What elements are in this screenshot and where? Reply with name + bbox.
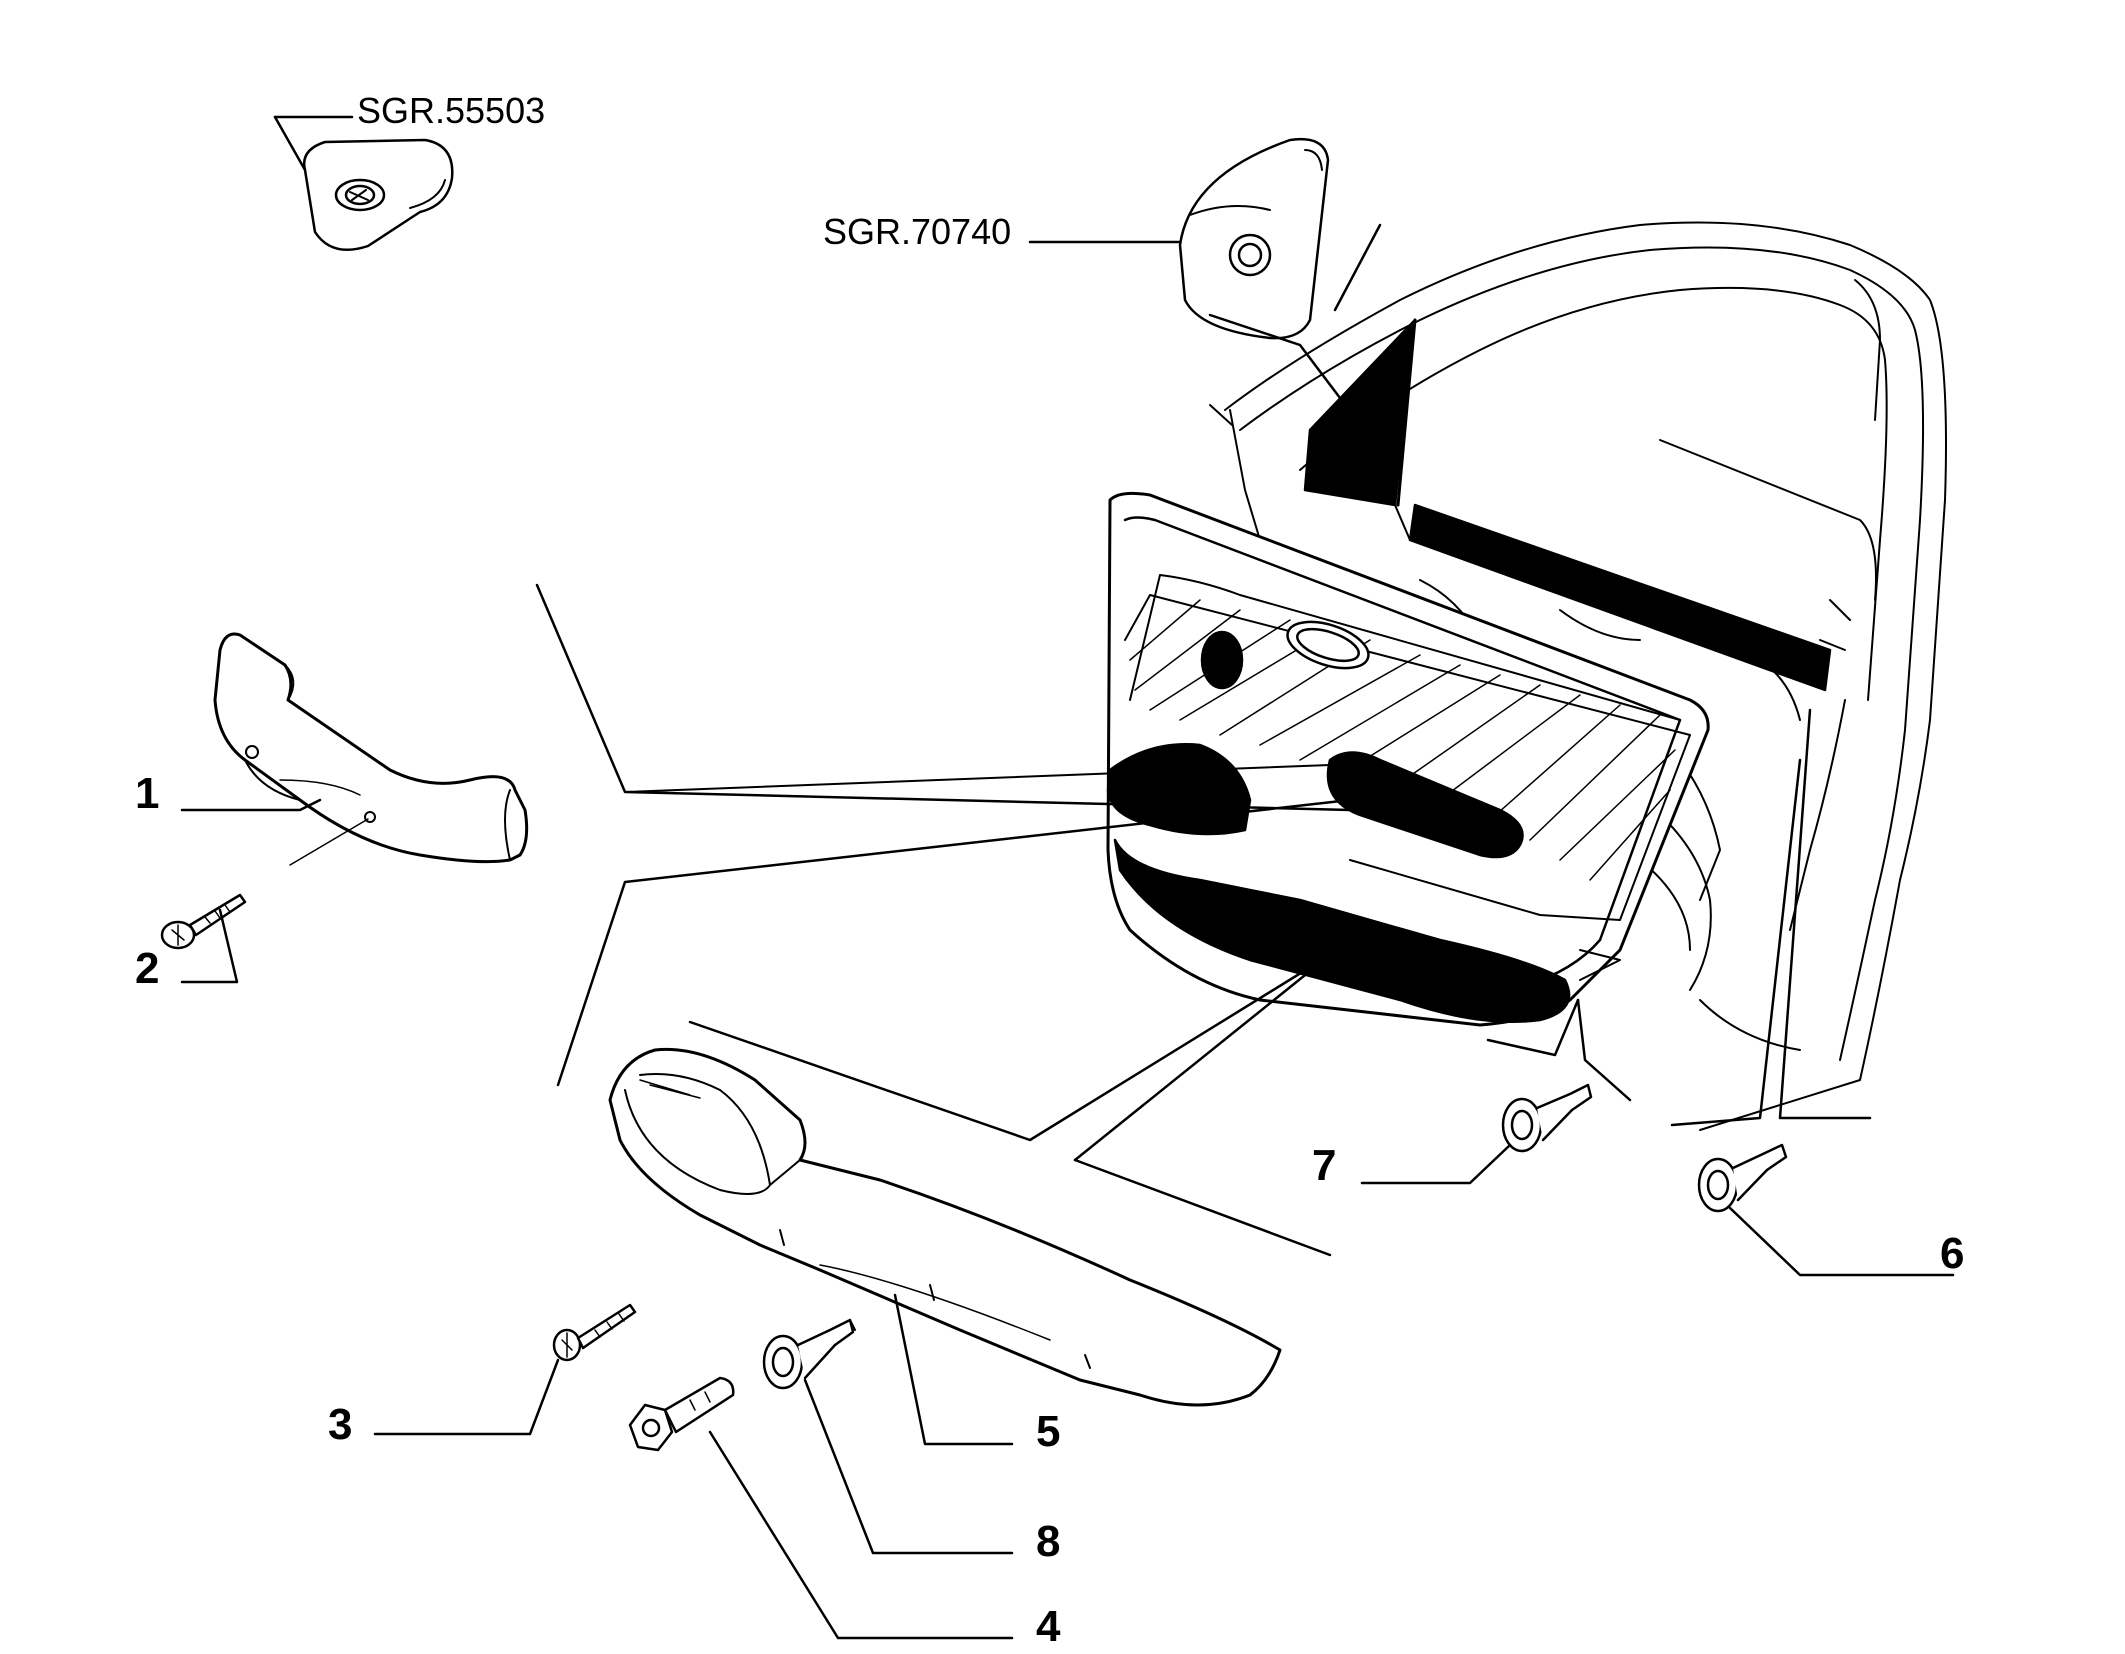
cap-cover-sgr70740 xyxy=(1178,137,1330,340)
callout-part-4: 4 xyxy=(1036,1602,1061,1651)
callout-part-7: 7 xyxy=(1312,1141,1337,1190)
part-1-grab-handle xyxy=(213,632,529,866)
part-5-armrest-pocket xyxy=(608,1047,1282,1407)
door-trim-panel xyxy=(1106,491,1710,1027)
part-8-clip xyxy=(762,1318,856,1390)
callout-part-1: 1 xyxy=(135,769,160,818)
part-6-clip xyxy=(1697,1143,1788,1213)
callout-part-2: 2 xyxy=(135,944,160,993)
leader-lines xyxy=(180,115,1955,1640)
callout-part-6: 6 xyxy=(1940,1229,1965,1278)
callout-part-8: 8 xyxy=(1036,1517,1061,1566)
part-2-screw xyxy=(160,893,247,950)
part-3-screw xyxy=(552,1303,637,1362)
part-7-clip xyxy=(1501,1083,1593,1153)
reference-label-sgr55503: SGR.55503 xyxy=(357,90,546,131)
callout-part-5: 5 xyxy=(1036,1407,1061,1456)
cap-cover-sgr55503 xyxy=(302,138,454,252)
callout-part-3: 3 xyxy=(328,1400,353,1449)
part-4-bolt xyxy=(628,1376,735,1452)
reference-label-sgr70740: SGR.70740 xyxy=(823,211,1012,252)
window-seal-strips xyxy=(1303,318,1832,692)
